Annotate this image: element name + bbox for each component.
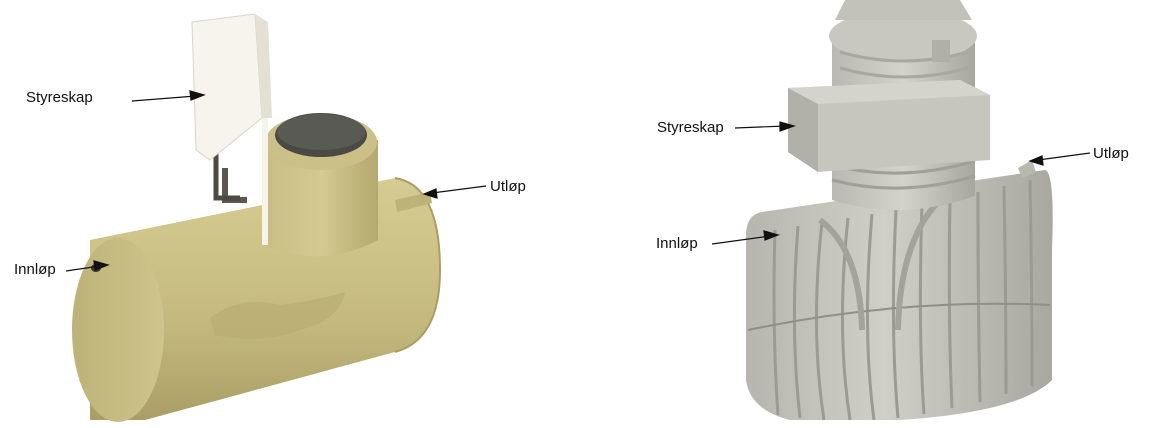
tank-riser [265,113,378,256]
tank-end-cap [72,238,164,422]
left-tank-diagram: Styreskap Utløp Innløp [0,0,560,428]
control-cabinet-right [788,80,990,172]
label-inlet-right: Innløp [656,236,698,251]
right-tank-diagram: Styreskap Utløp Innløp [600,0,1149,428]
label-control-cabinet-right: Styreskap [657,120,724,135]
label-control-cabinet-left: Styreskap [26,90,93,105]
cylindrical-tank [72,178,440,422]
cabinet-pole [262,110,268,245]
right-tank-illustration [600,0,1149,428]
label-inlet-left: Innløp [14,262,56,277]
riser-latch [932,40,950,62]
label-outlet-left: Utløp [490,179,526,194]
left-tank-illustration [0,0,560,428]
label-outlet-right: Utløp [1093,146,1129,161]
